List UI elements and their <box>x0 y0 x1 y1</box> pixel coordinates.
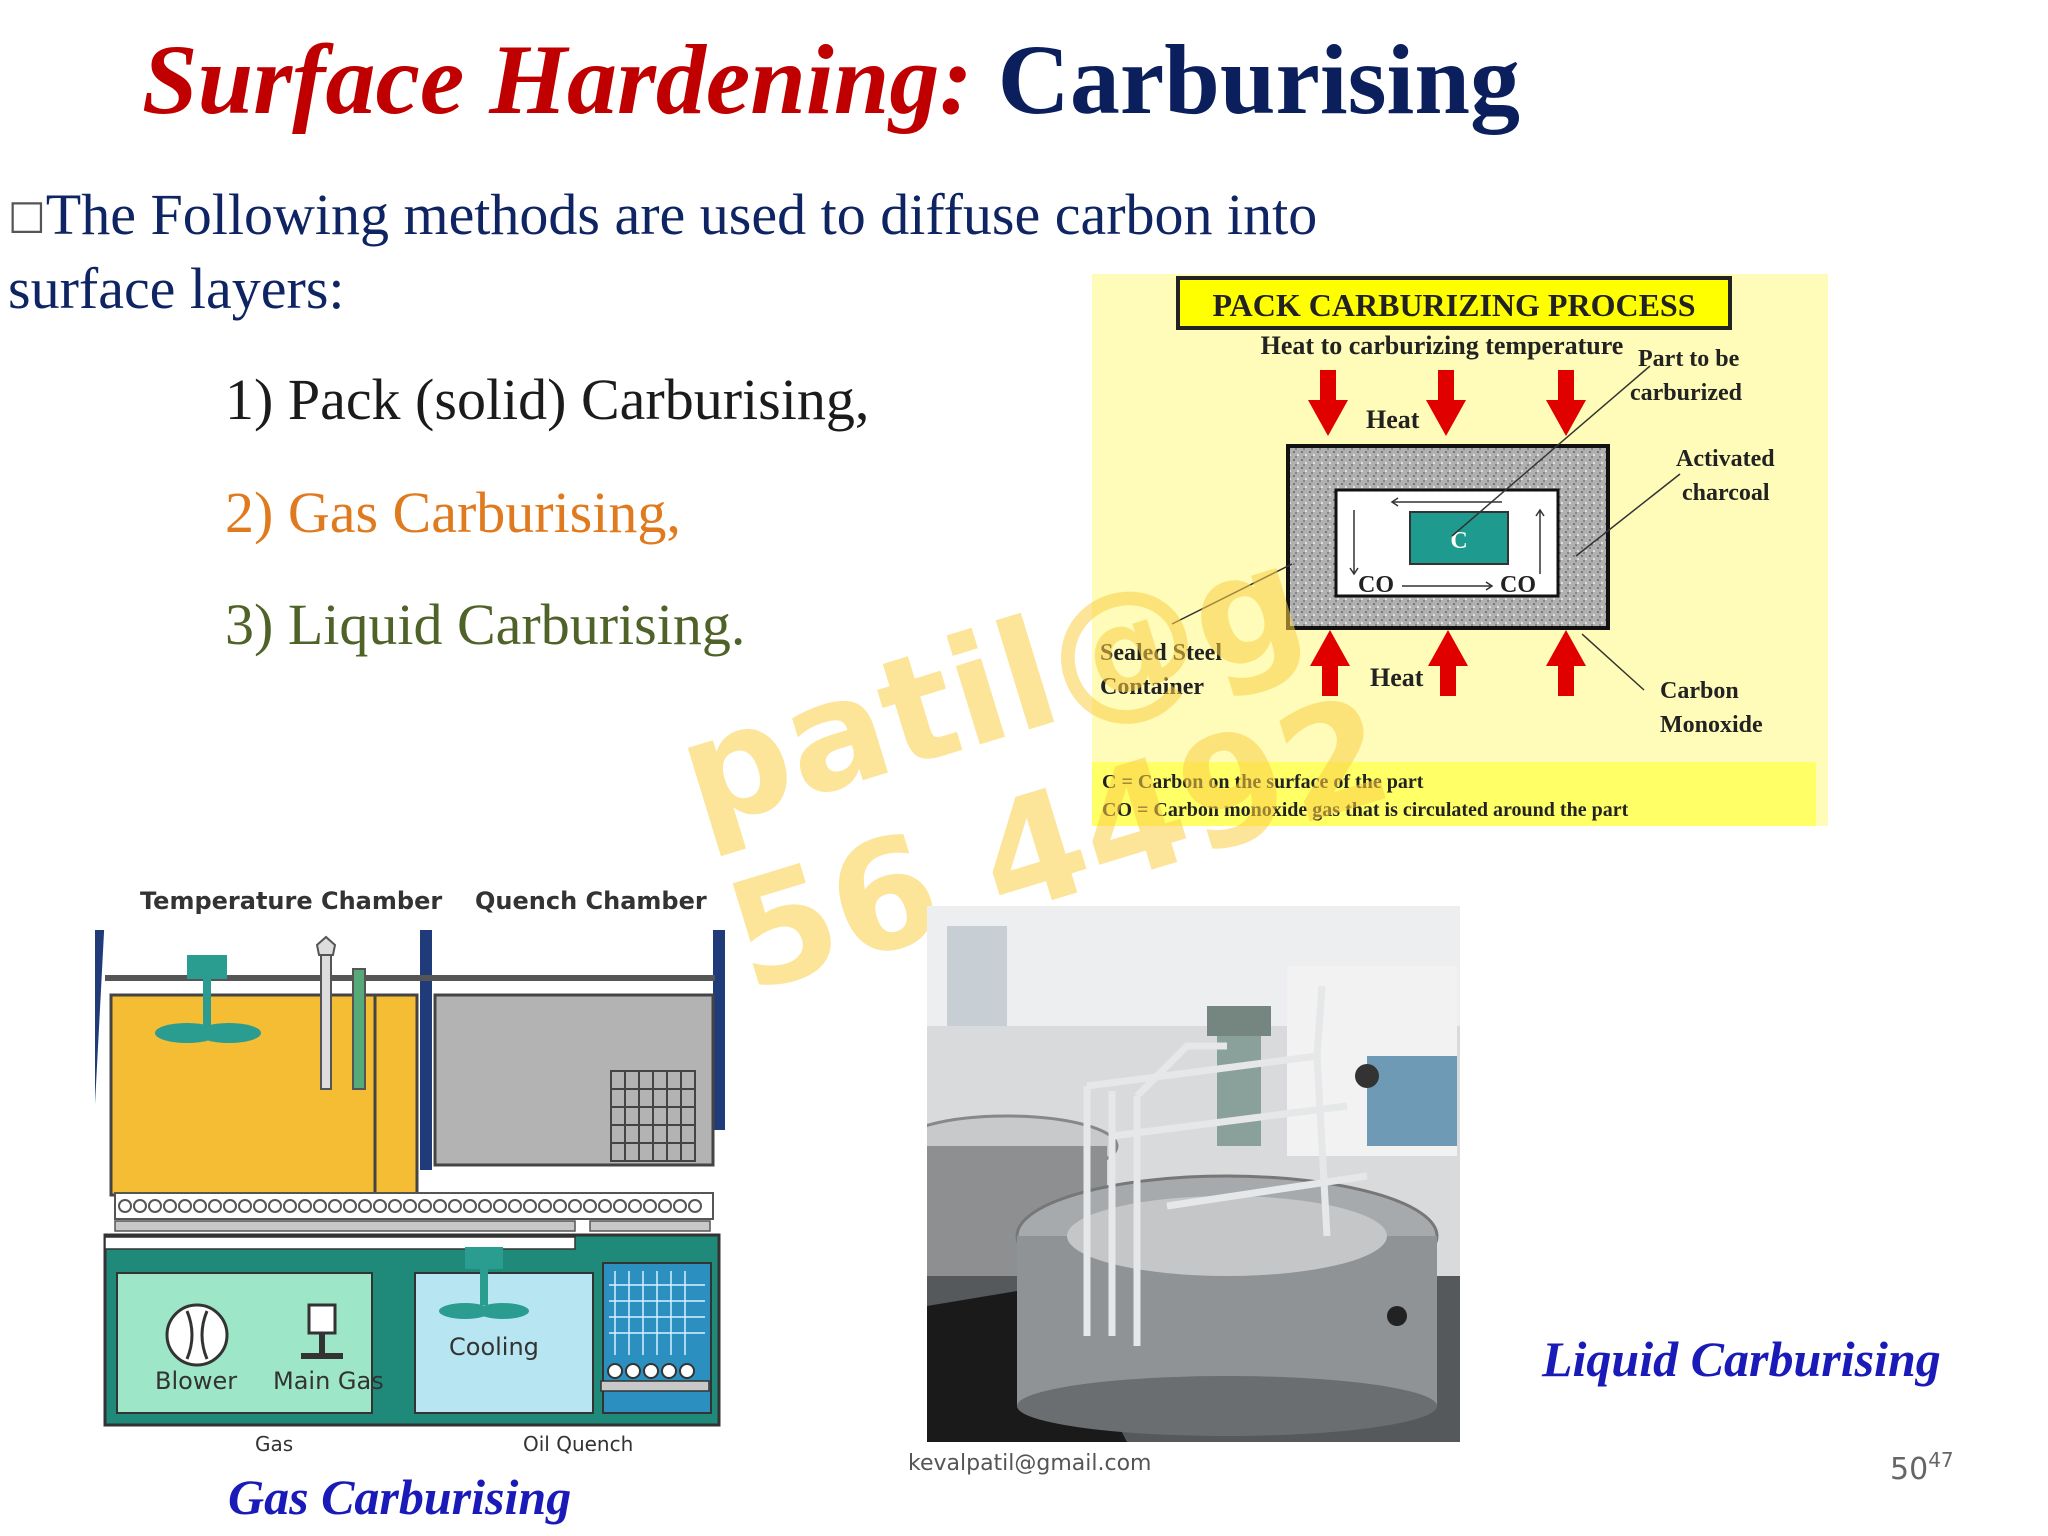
charcoal-label-1: Activated <box>1676 446 1775 472</box>
outer-wall-right <box>713 930 725 1130</box>
co-label-left: CO <box>1358 572 1394 598</box>
slide-number: 5047 <box>1890 1448 1954 1487</box>
intro-paragraph: □The Following methods are used to diffu… <box>8 178 1468 326</box>
heat-to-temp-label: Heat to carburizing temperature <box>1261 331 1624 360</box>
gas-carburising-caption: Gas Carburising <box>228 1469 572 1525</box>
part-label-1: Part to be <box>1638 346 1740 372</box>
work-basket-icon <box>610 1070 696 1162</box>
main-gas-label: Main Gas <box>273 1367 384 1395</box>
chamber-fan-icon <box>187 955 227 979</box>
part-label-2: carburized <box>1630 380 1743 406</box>
temperature-chamber-label: Temperature Chamber <box>140 887 442 915</box>
heat-arrows-top <box>1308 370 1586 436</box>
divider-wall <box>420 930 432 1170</box>
carburized-part <box>1409 511 1509 565</box>
gas-label: Gas <box>255 1432 293 1456</box>
co-label-right: CO <box>1500 572 1536 598</box>
cooling-label: Cooling <box>449 1333 539 1361</box>
heat-arrows-bottom <box>1310 630 1586 696</box>
legend-co: CO = Carbon monoxide gas that is circula… <box>1102 799 1629 821</box>
method-item-gas: 2) Gas Carburising, <box>225 480 681 545</box>
oil-quench-label: Oil Quench <box>523 1432 633 1456</box>
footer-email: kevalpatil@gmail.com <box>908 1451 1152 1476</box>
charcoal-label-2: charcoal <box>1682 480 1770 506</box>
quench-rollers <box>607 1363 695 1379</box>
container-label-2: Container <box>1100 674 1204 700</box>
cooling-fan-icon <box>465 1247 503 1269</box>
liquid-carburising-caption: Liquid Carburising <box>1542 1331 1941 1387</box>
pack-carburizing-diagram: PACK CARBURIZING PROCESS Heat to carburi… <box>1092 274 1828 826</box>
title-part-1: Surface Hardening: <box>142 24 973 135</box>
title-part-2: Carburising <box>972 24 1520 135</box>
oil-quench-grid-icon <box>609 1271 705 1355</box>
main-gas-valve-icon <box>307 1303 337 1335</box>
quench-chamber-label: Quench Chamber <box>475 887 707 915</box>
legend-box <box>1092 762 1816 826</box>
blower-label: Blower <box>155 1367 237 1395</box>
legend-c: C = Carbon on the surface of the part <box>1102 771 1424 793</box>
page-number: 47 <box>1928 1448 1954 1472</box>
liquid-carburising-photo <box>927 906 1460 1442</box>
intro-text: The Following methods are used to diffus… <box>8 182 1318 321</box>
method-item-liquid: 3) Liquid Carburising. <box>225 592 746 657</box>
slide-number-main: 50 <box>1890 1452 1929 1487</box>
blower-icon <box>165 1303 229 1367</box>
heat-label-top: Heat <box>1366 405 1420 434</box>
gas-carburising-diagram: Temperature Chamber Quench Chamber <box>95 875 755 1465</box>
thermocouple-icon <box>320 948 332 1090</box>
co-circulation-arrows <box>1349 497 1545 591</box>
cooling-compartment <box>414 1272 594 1414</box>
pack-heading: PACK CARBURIZING PROCESS <box>1212 287 1695 323</box>
container-label-1: Sealed Steel <box>1100 640 1222 666</box>
outer-wall-left <box>95 930 105 1240</box>
bullet-glyph: □ <box>8 192 46 238</box>
pack-heading-box <box>1176 276 1732 330</box>
method-item-pack: 1) Pack (solid) Carburising, <box>225 367 870 432</box>
slide-title: Surface Hardening: Carburising <box>142 20 1520 140</box>
conveyor-rollers <box>114 1192 714 1220</box>
co-gas-label-2: Monoxide <box>1660 712 1763 738</box>
quench-upper-chamber <box>433 993 715 1167</box>
roof-beam <box>105 975 715 981</box>
c-symbol: C <box>1450 528 1467 554</box>
heat-label-bottom: Heat <box>1370 663 1424 692</box>
leader-lines <box>1171 365 1681 691</box>
gas-supply-compartment <box>116 1272 373 1414</box>
co-gas-label-1: Carbon <box>1660 678 1739 704</box>
heating-chamber <box>109 993 419 1197</box>
